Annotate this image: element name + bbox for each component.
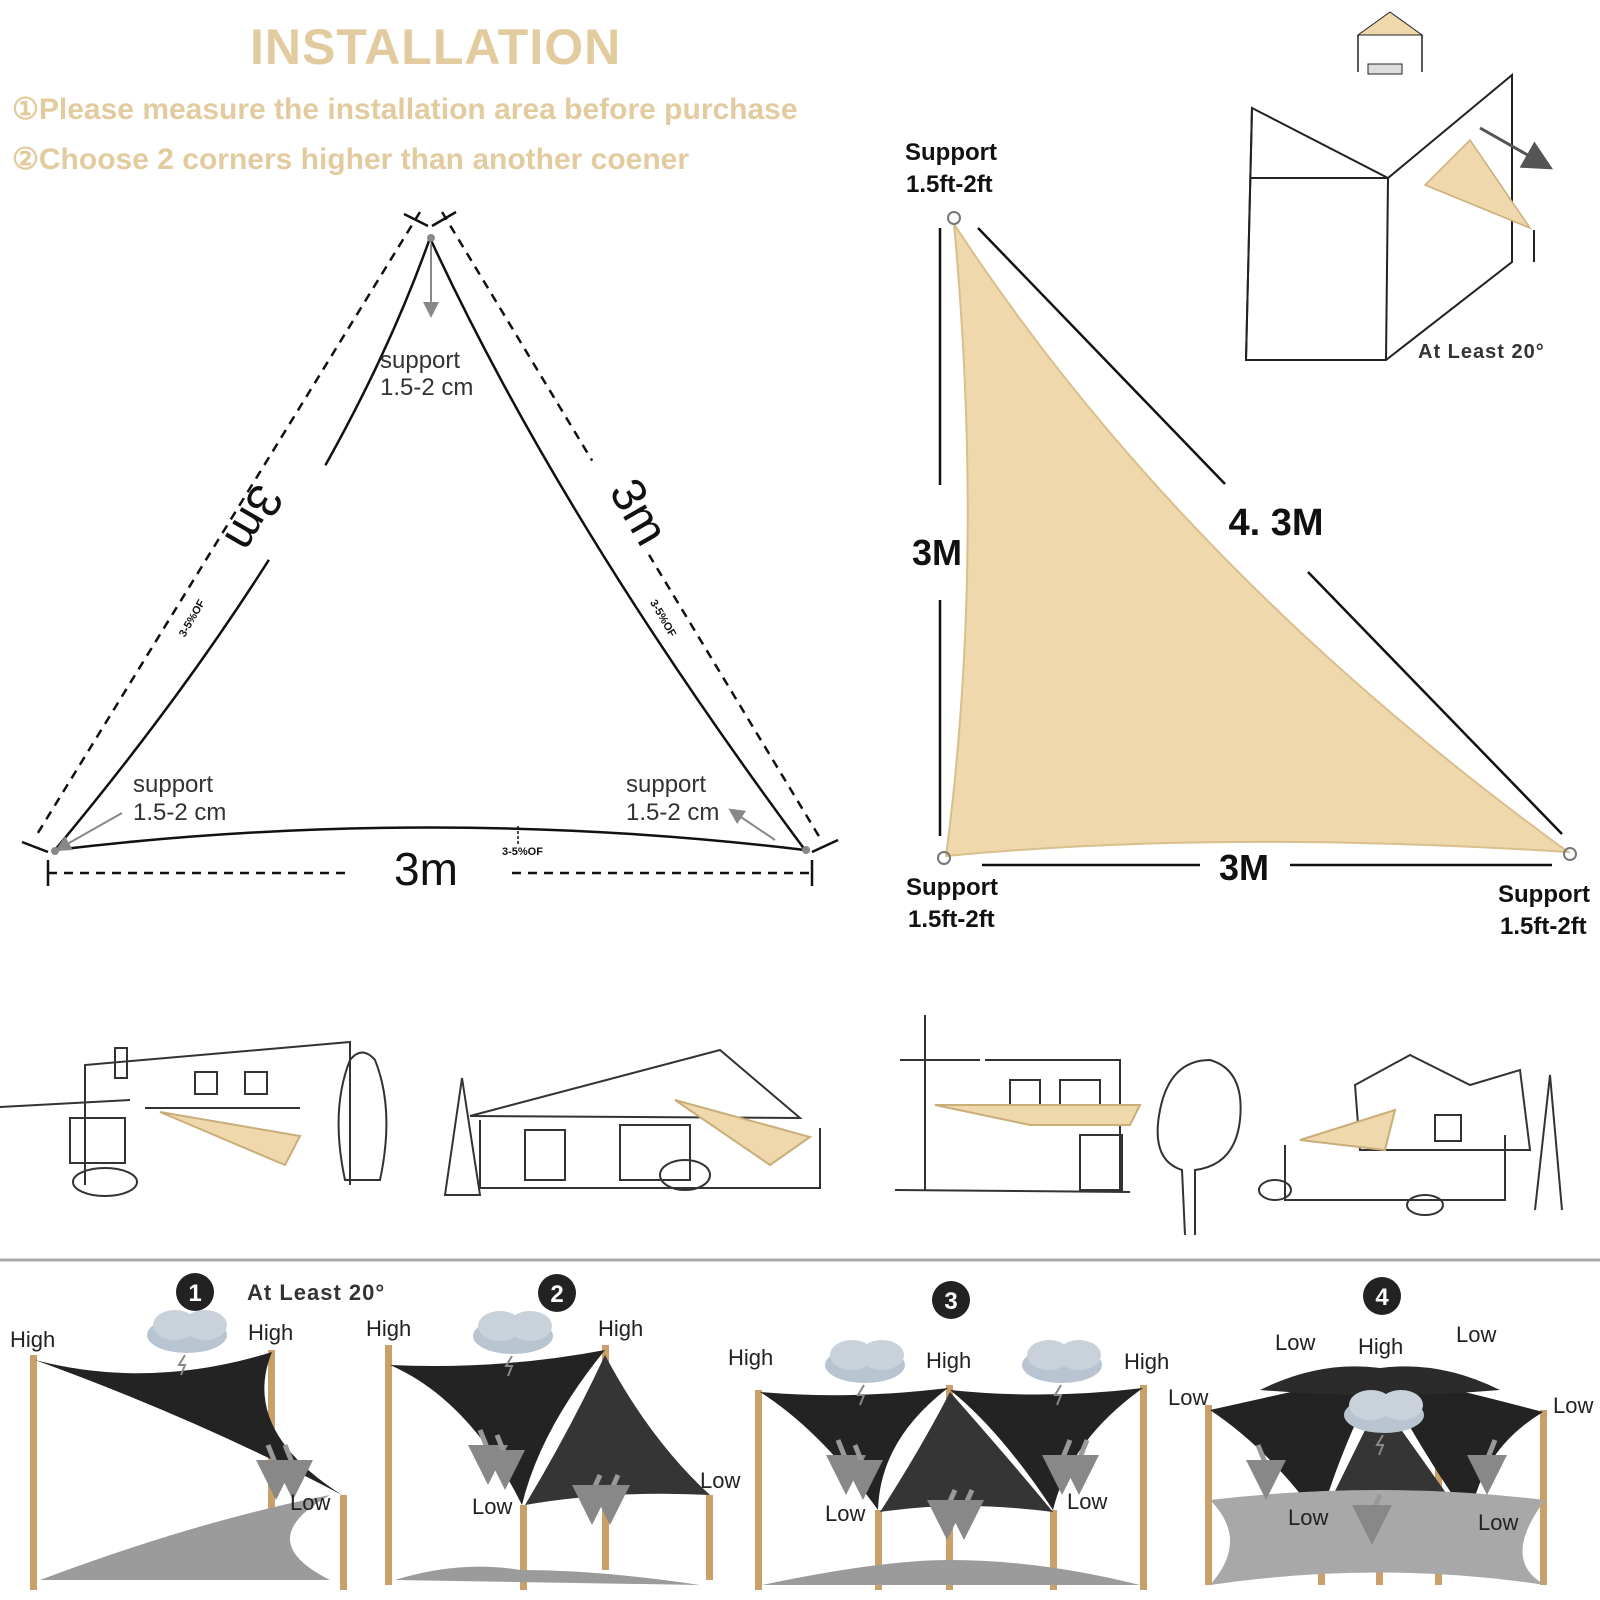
ring-top [427,234,435,242]
config3-high-mid: High [926,1348,971,1373]
ring-left [51,847,59,855]
support-arrow-left [55,812,123,851]
equilateral-triangle-diagram: 3m 3m 3m 3-5%OF 3-5%OF 3-5%OF support 1.… [21,210,839,895]
config1-high-right: High [248,1320,293,1345]
support-dim-top: 1.5-2 cm [380,374,473,401]
config4-high: High [1358,1334,1403,1359]
sag-label-bottom: 3-5%OF [502,846,543,858]
config3-high-right: High [1124,1349,1169,1374]
config-angle-label: At Least 20° [247,1280,385,1305]
inset-angle-label: At Least 20° [1418,341,1545,363]
config4-low-l: Low [1168,1385,1208,1410]
support-word-right: Support [1498,881,1590,908]
label-vertical-3m: 3M [912,532,962,573]
support-dim-top: 1.5ft-2ft [906,171,993,198]
wall-inset [1244,11,1554,361]
svg-text:1: 1 [188,1280,201,1307]
house-sketch-4 [1258,1053,1563,1216]
triangle-outline [52,234,808,852]
sag-label-left: 3-5%OF [177,598,208,640]
config-number-3: 3 [932,1281,970,1319]
config1-high-left: High [10,1327,55,1352]
config2-low-left: Low [472,1494,512,1519]
support-dim-left: 1.5ft-2ft [908,906,995,933]
config4-low-bl: Low [1288,1505,1328,1530]
support-dim-right: 1.5-2 cm [626,799,719,826]
config3-high-left: High [728,1345,773,1370]
step-1-text: ①Please measure the installation area be… [12,93,798,126]
config2-low-right: Low [700,1468,740,1493]
right-triangle-diagram: 3M 3M 4. 3M Support 1.5ft-2ft Support 1.… [905,139,1590,940]
cloud-icon-1 [147,1310,227,1376]
support-dim-left: 1.5-2 cm [133,799,226,826]
ring-right [802,846,810,854]
cloud-icon-5 [1344,1390,1424,1456]
house-sketches [0,1015,1563,1236]
cloud-icon-2 [473,1311,553,1377]
config3-low-right: Low [1067,1489,1107,1514]
dim-line-left [34,211,422,837]
svg-text:4: 4 [1375,1284,1389,1311]
right-triangle-sail [944,223,1572,858]
config-3 [755,1385,1147,1590]
config2-high-left: High [366,1316,411,1341]
dim-line-hyp-bottom [1307,571,1563,835]
config4-low-tl: Low [1275,1330,1315,1355]
config1-low: Low [290,1490,330,1515]
support-word-left: Support [906,874,998,901]
dim-line-hyp-top [977,227,1226,485]
house-sketch-1 [0,1040,388,1197]
label-hypotenuse: 4. 3M [1228,502,1323,544]
support-dim-right: 1.5ft-2ft [1500,913,1587,940]
cloud-icon-4 [1022,1340,1102,1406]
house-sketch-3 [894,1015,1242,1236]
cloud-icon-3 [825,1340,905,1406]
svg-text:2: 2 [550,1281,563,1308]
config-number-2: 2 [538,1274,576,1312]
support-word-top: Support [905,139,997,166]
inset-sail [1423,138,1533,230]
step-2-text: ②Choose 2 corners higher than another co… [12,143,690,176]
support-word-top: support [380,347,460,374]
svg-text:3: 3 [944,1288,957,1315]
config4-low-r: Low [1553,1393,1593,1418]
config-number-4: 4 [1363,1277,1401,1315]
config3-low-left: Low [825,1501,865,1526]
configs-strip: 1 2 3 4 At Least 20° [10,1273,1593,1590]
config-number-1: 1 [176,1273,214,1311]
label-bottom-3m: 3M [1219,847,1269,888]
support-word-left: support [133,771,213,798]
support-arrow-right [728,808,776,841]
dim-line-right [440,211,822,839]
support-word-right: support [626,771,706,798]
rain-flow-arrows [256,1429,1507,1545]
side-label-bottom: 3m [394,843,458,895]
config2-high-right: High [598,1316,643,1341]
page-title: INSTALLATION [250,19,622,75]
config4-low-br: Low [1478,1510,1518,1535]
house-sketch-2 [443,1048,821,1196]
config-2 [385,1345,713,1590]
config4-low-tr: Low [1456,1322,1496,1347]
config-1 [30,1350,347,1590]
